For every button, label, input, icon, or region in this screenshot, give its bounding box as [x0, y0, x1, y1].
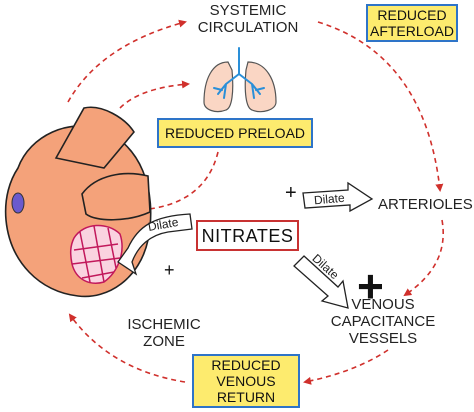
- dilate-arrow-heart-label: Dilate: [147, 215, 180, 234]
- arterioles-plus-sign: +: [285, 182, 297, 204]
- heart-illustration: [4, 106, 152, 298]
- reduced-preload-box: REDUCED PRELOAD: [157, 118, 313, 148]
- left-lung: [203, 61, 234, 113]
- cycle-arrow-arterioles-to-venous: [403, 219, 444, 297]
- circulation-cycle: [67, 19, 444, 385]
- cycle-arrow-heart-to-lungs: [119, 80, 190, 109]
- ischemic-zone-label: ISCHEMIC ZONE: [127, 316, 201, 350]
- bronchi: [213, 47, 265, 99]
- cycle-arrow-lungs-to-heart: [138, 151, 219, 214]
- systemic-circulation-label: SYSTEMIC CIRCULATION: [197, 2, 299, 36]
- lungs-illustration: [203, 47, 277, 113]
- heart-vessel-opening: [11, 192, 25, 214]
- right-lung: [244, 61, 277, 113]
- dilate-arrow-arterioles: Dilate: [302, 181, 374, 213]
- venous-plus-sign: +: [357, 260, 384, 312]
- dilate-arrow-heart: Dilate: [117, 213, 193, 276]
- arterioles-label: ARTERIOLES: [378, 196, 473, 213]
- heart-aorta: [81, 172, 151, 221]
- cycle-arrow-heart-to-systemic: [67, 19, 187, 103]
- heart-atrium: [54, 106, 135, 169]
- dilate-arrow-arterioles-label: Dilate: [313, 191, 345, 208]
- cycle-arrow-systemic-to-arterioles: [317, 21, 444, 192]
- reduced-venous-return-box: REDUCED VENOUS RETURN: [192, 354, 300, 408]
- nitrates-box: NITRATES: [196, 220, 299, 251]
- cycle-arrow-venous-to-return: [303, 349, 389, 385]
- venous-capacitance-vessels-label: VENOUS CAPACITANCE VESSELS: [330, 296, 436, 347]
- heart-plus-sign: +: [164, 260, 175, 280]
- cycle-arrow-return-to-heart: [68, 313, 186, 383]
- ischemic-zone-region: [69, 224, 123, 284]
- reduced-afterload-box: REDUCED AFTERLOAD: [366, 4, 458, 42]
